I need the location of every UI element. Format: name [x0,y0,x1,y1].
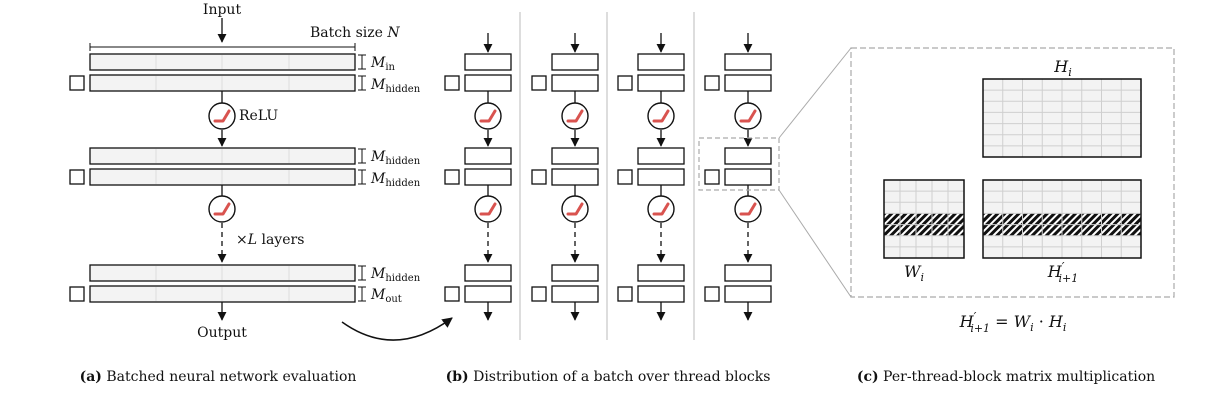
relu-label: ReLU [239,108,278,124]
dim-label-m-hidden-2: Mhidden [370,149,421,167]
matrix-block [551,285,599,303]
relu-icon [208,102,236,130]
dim-label-m-hidden-3: Mhidden [370,171,421,189]
matrix-block [724,264,772,282]
weight-square [704,286,720,302]
matrix-block [637,168,685,186]
thread-block [617,33,685,321]
h-i-label: Hi [1053,57,1071,79]
relu-icon [734,195,762,223]
weight-square [444,169,460,185]
equation: H′i+1 = Wi · Hi [959,310,1067,335]
matrix-block [637,74,685,92]
panel-a: Input Batch size N Min Mhidden ReLU [69,2,453,341]
matrix-block [724,74,772,92]
matrix-block [551,264,599,282]
dim-label-m-hidden-4: Mhidden [370,266,421,284]
weight-square [531,75,547,91]
weight-square [617,75,633,91]
w-i-label: Wi [904,262,924,284]
panel-b [444,33,772,321]
weight-square-2 [69,169,85,185]
output-label: Output [197,325,247,341]
curved-arrow [341,317,453,341]
matrix-w-i [883,179,965,259]
batch-size-label: Batch size N [310,25,400,41]
zoom-box [850,47,1175,298]
matrix-block [637,285,685,303]
matrix-block [551,74,599,92]
dim-label-m-out: Mout [370,287,402,305]
relu-icon [561,102,589,130]
matrix-block [551,53,599,71]
matrix-h-prime-i-plus-1 [982,179,1142,259]
matrix-h-i [982,78,1142,158]
matrix-block [464,74,512,92]
weight-square [531,286,547,302]
matrix-block [551,147,599,165]
matrix-block [464,168,512,186]
dim-label-m-hidden-1: Mhidden [370,77,421,95]
matrix-block [637,53,685,71]
matrix-block [637,147,685,165]
matrix-block [724,147,772,165]
thread-block [444,33,512,321]
caption-c: (c) Per-thread-block matrix multiplicati… [857,369,1155,385]
layers-label: ×L layers [236,232,304,248]
weight-square [617,169,633,185]
relu-icon [208,195,236,223]
relu-icon [561,195,589,223]
matrix-block [724,53,772,71]
matrix-block [551,168,599,186]
thread-block-dividers [519,12,695,340]
thread-block [531,33,599,321]
weight-square-1 [69,75,85,91]
zoom-source-box [698,137,780,191]
h-prime-label: H′i+1 [1047,260,1078,285]
input-label: Input [203,2,242,18]
weight-square [617,286,633,302]
thread-block [704,33,772,321]
matrix-block [724,168,772,186]
weight-square-3 [69,286,85,302]
matrix-block [464,147,512,165]
matrix-block [464,264,512,282]
relu-icon [734,102,762,130]
weight-square [704,75,720,91]
caption-b: (b) Distribution of a batch over thread … [446,369,771,385]
relu-icon [647,102,675,130]
relu-icon [474,102,502,130]
caption-a: (a) Batched neural network evaluation [80,369,357,385]
relu-icon [474,195,502,223]
weight-square [444,286,460,302]
matrix-block [724,285,772,303]
panel-c: Hi Wi H′i+1 H′i+1 = Wi · Hi [850,47,1175,335]
matrix-block [464,53,512,71]
weight-square [704,169,720,185]
dim-label-m-in: Min [370,55,396,73]
weight-square [444,75,460,91]
matrix-block [637,264,685,282]
matrix-block [464,285,512,303]
weight-square [531,169,547,185]
relu-icon [647,195,675,223]
zoom-connector [778,47,852,298]
